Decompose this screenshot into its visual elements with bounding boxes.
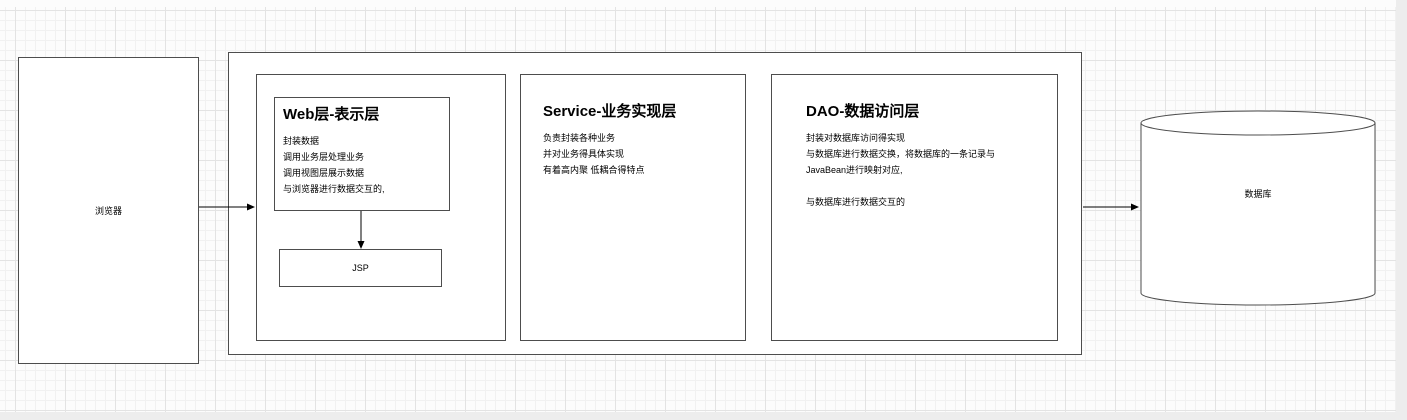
browser-label: 浏览器 <box>94 206 122 216</box>
jsp-node[interactable]: JSP <box>279 249 442 287</box>
canvas-right-margin <box>1396 0 1407 420</box>
web-layer-title: Web层-表示层 <box>283 106 380 123</box>
service-layer-box[interactable]: Service-业务实现层 负责封装各种业务 并对业务得具体实现 有着高内聚 低… <box>520 74 746 341</box>
database-label: 数据库 <box>1244 189 1272 199</box>
dao-layer-line: 与数据库进行数据交互的 <box>806 197 906 207</box>
database-cylinder-icon <box>1140 110 1376 306</box>
jsp-label: JSP <box>352 263 369 273</box>
dao-layer-line <box>806 178 1047 194</box>
service-layer-line: 并对业务得具体实现 <box>543 149 625 159</box>
dao-layer-line: 与数据库进行数据交换，将数据库的一条记录与 <box>806 149 996 159</box>
database-node[interactable]: 数据库 <box>1140 110 1376 306</box>
canvas-top-margin <box>0 0 1407 7</box>
browser-node[interactable]: 浏览器 <box>18 57 199 364</box>
dao-layer-line: 封装对数据库访问得实现 <box>806 133 906 143</box>
web-layer-line: 调用视图层展示数据 <box>283 168 365 178</box>
service-layer-line: 负责封装各种业务 <box>543 133 616 143</box>
dao-to-database-arrow[interactable] <box>1083 203 1139 211</box>
web-layer-line: 调用业务层处理业务 <box>283 152 365 162</box>
web-layer-line: 与浏览器进行数据交互的, <box>283 184 385 194</box>
service-layer-line: 有着高内聚 低耦合得特点 <box>543 165 645 175</box>
dao-layer-title: DAO-数据访问层 <box>806 103 920 120</box>
service-layer-title: Service-业务实现层 <box>543 103 677 120</box>
dao-layer-line: JavaBean进行映射对应, <box>806 165 903 175</box>
web-layer-line: 封装数据 <box>283 136 320 146</box>
dao-layer-box[interactable]: DAO-数据访问层 封装对数据库访问得实现 与数据库进行数据交换，将数据库的一条… <box>771 74 1058 341</box>
canvas-bottom-margin <box>0 412 1407 420</box>
web-layer-card[interactable]: Web层-表示层 封装数据 调用业务层处理业务 调用视图层展示数据 与浏览器进行… <box>274 97 450 211</box>
